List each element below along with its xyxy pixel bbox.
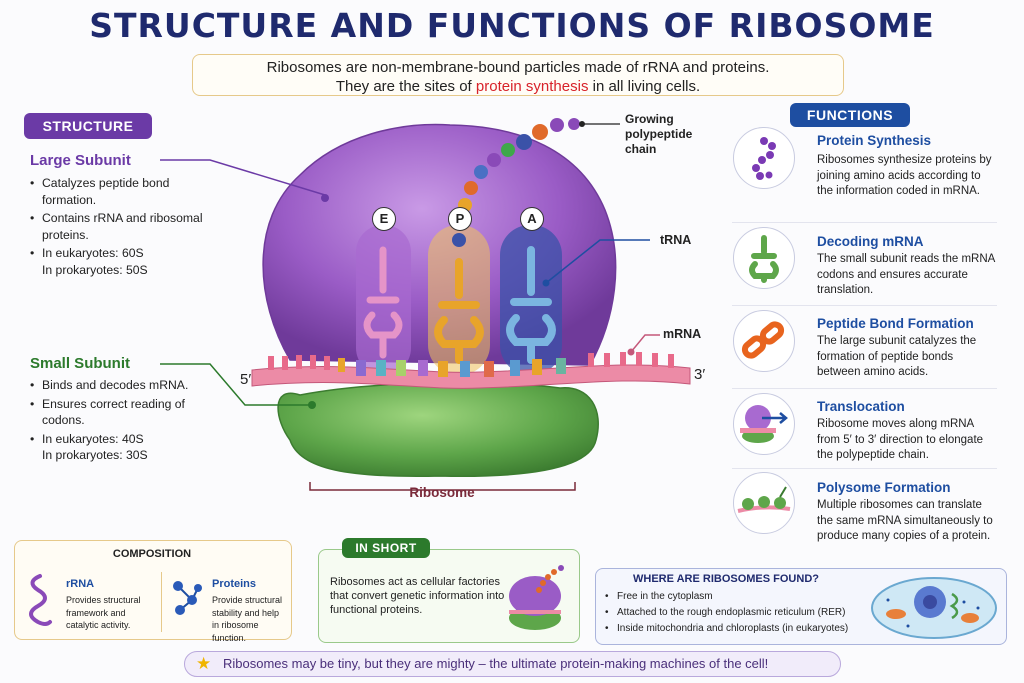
growing-chain-label: Growing polypeptide chain <box>625 112 693 156</box>
ribosome-label: Ribosome <box>409 485 475 500</box>
function-divider <box>732 305 997 306</box>
composition-box <box>14 540 292 640</box>
large-subunit-point: Catalyzes peptide bond formation. <box>30 175 220 208</box>
where-found-list: Free in the cytoplasm Attached to the ro… <box>605 590 865 638</box>
function-title: Translocation <box>817 399 905 414</box>
composition-divider <box>161 572 162 632</box>
p-site-label: P <box>448 207 472 231</box>
function-divider <box>732 388 997 389</box>
small-subunit-heading: Small Subunit <box>30 355 131 372</box>
function-divider <box>732 468 997 469</box>
trna-label: tRNA <box>660 233 692 247</box>
proteins-text: Provide structural stability and help in… <box>212 595 283 643</box>
function-title: Decoding mRNA <box>817 234 924 249</box>
small-subunit-point: In prokaryotes: 30S <box>42 448 148 462</box>
intro-line-1: Ribosomes are non-membrane-bound particl… <box>266 59 770 76</box>
large-subunit-leader <box>160 159 326 196</box>
growing-polypeptide-chain <box>452 118 580 247</box>
in-short-label: IN SHORT <box>342 538 430 558</box>
where-found-title: WHERE ARE RIBOSOMES FOUND? <box>633 573 819 585</box>
where-found-point: Attached to the rough endoplasmic reticu… <box>605 606 865 619</box>
translocation-icon <box>733 393 795 455</box>
page-title: STRUCTURE AND FUNCTIONS OF RIBOSOME <box>89 6 935 45</box>
intro-box: Ribosomes are non-membrane-bound particl… <box>192 54 844 96</box>
ribosome-bracket <box>309 482 576 491</box>
polysome-icon <box>733 472 795 534</box>
footer-banner: Ribosomes may be tiny, but they are migh… <box>184 651 841 677</box>
function-text: Multiple ribosomes can translate the sam… <box>817 499 993 542</box>
trna-e <box>363 246 403 359</box>
large-subunit-point: In eukaryotes: 60S <box>30 245 220 262</box>
mrna-leader <box>630 334 660 353</box>
trna-icon <box>733 227 795 289</box>
in-short-text: Ribosomes act as cellular factories that… <box>330 576 505 616</box>
function-text: Ribosomes synthesize proteins by joining… <box>817 154 992 197</box>
function-title: Polysome Formation <box>817 480 951 495</box>
intro-line-2: They are the sites of protein synthesis … <box>193 77 843 96</box>
large-subunit-point: In prokaryotes: 50S <box>42 262 148 277</box>
function-title: Protein Synthesis <box>817 133 932 148</box>
function-text: The small subunit reads the mRNA codons … <box>817 253 995 296</box>
rrna-icon <box>22 572 56 637</box>
function-title: Peptide Bond Formation <box>817 316 974 331</box>
e-site-label: E <box>372 207 396 231</box>
proteins-heading: Proteins <box>212 578 257 590</box>
large-subunit-heading: Large Subunit <box>30 152 131 169</box>
three-prime-label: 3′ <box>694 366 706 383</box>
composition-title: COMPOSITION <box>112 548 192 560</box>
trna-leader <box>545 239 650 284</box>
where-found-point: Inside mitochondria and chloroplasts (in… <box>605 622 865 635</box>
ribosome-diagram <box>160 118 691 491</box>
small-subunit-list: Binds and decodes mRNA. Ensures correct … <box>30 377 220 466</box>
large-subunit-point: Contains rRNA and ribosomal proteins. <box>30 210 220 243</box>
trna-p <box>434 258 484 364</box>
small-subunit-point: Binds and decodes mRNA. <box>30 377 220 394</box>
five-prime-label: 5′ <box>240 371 252 388</box>
mrna-codons <box>268 352 674 377</box>
intro-text: They are the sites of <box>335 78 476 95</box>
function-divider <box>732 222 997 223</box>
trna-a <box>506 246 556 364</box>
small-subunit-leader <box>160 363 312 406</box>
large-subunit-list: Catalyzes peptide bond formation. Contai… <box>30 175 220 280</box>
cell-icon <box>868 572 1000 645</box>
small-subunit-point: Ensures correct reading of codons. <box>30 396 220 429</box>
mrna-label: mRNA <box>663 327 702 341</box>
rrna-heading: rRNA <box>66 578 95 590</box>
rrna-text: Provides structural framework and cataly… <box>66 595 141 630</box>
small-subunit-point: In eukaryotes: 40S <box>30 431 220 448</box>
intro-text-end: in all living cells. <box>588 78 701 95</box>
structure-label: STRUCTURE <box>24 113 152 139</box>
proteins-icon <box>170 578 204 623</box>
small-subunit-shape <box>277 381 599 478</box>
function-text: The large subunit catalyzes the formatio… <box>817 335 977 378</box>
mini-ribosome-icon <box>505 560 573 641</box>
star-icon: ★ <box>196 654 212 673</box>
peptide-bond-icon <box>733 310 795 372</box>
function-text: Ribosome moves along mRNA from 5′ to 3′ … <box>817 418 984 461</box>
intro-highlight: protein synthesis <box>475 78 589 95</box>
amino-acid-chain-icon <box>733 127 795 189</box>
a-site-label: A <box>520 207 544 231</box>
where-found-point: Free in the cytoplasm <box>605 590 865 603</box>
functions-label: FUNCTIONS <box>790 103 910 127</box>
